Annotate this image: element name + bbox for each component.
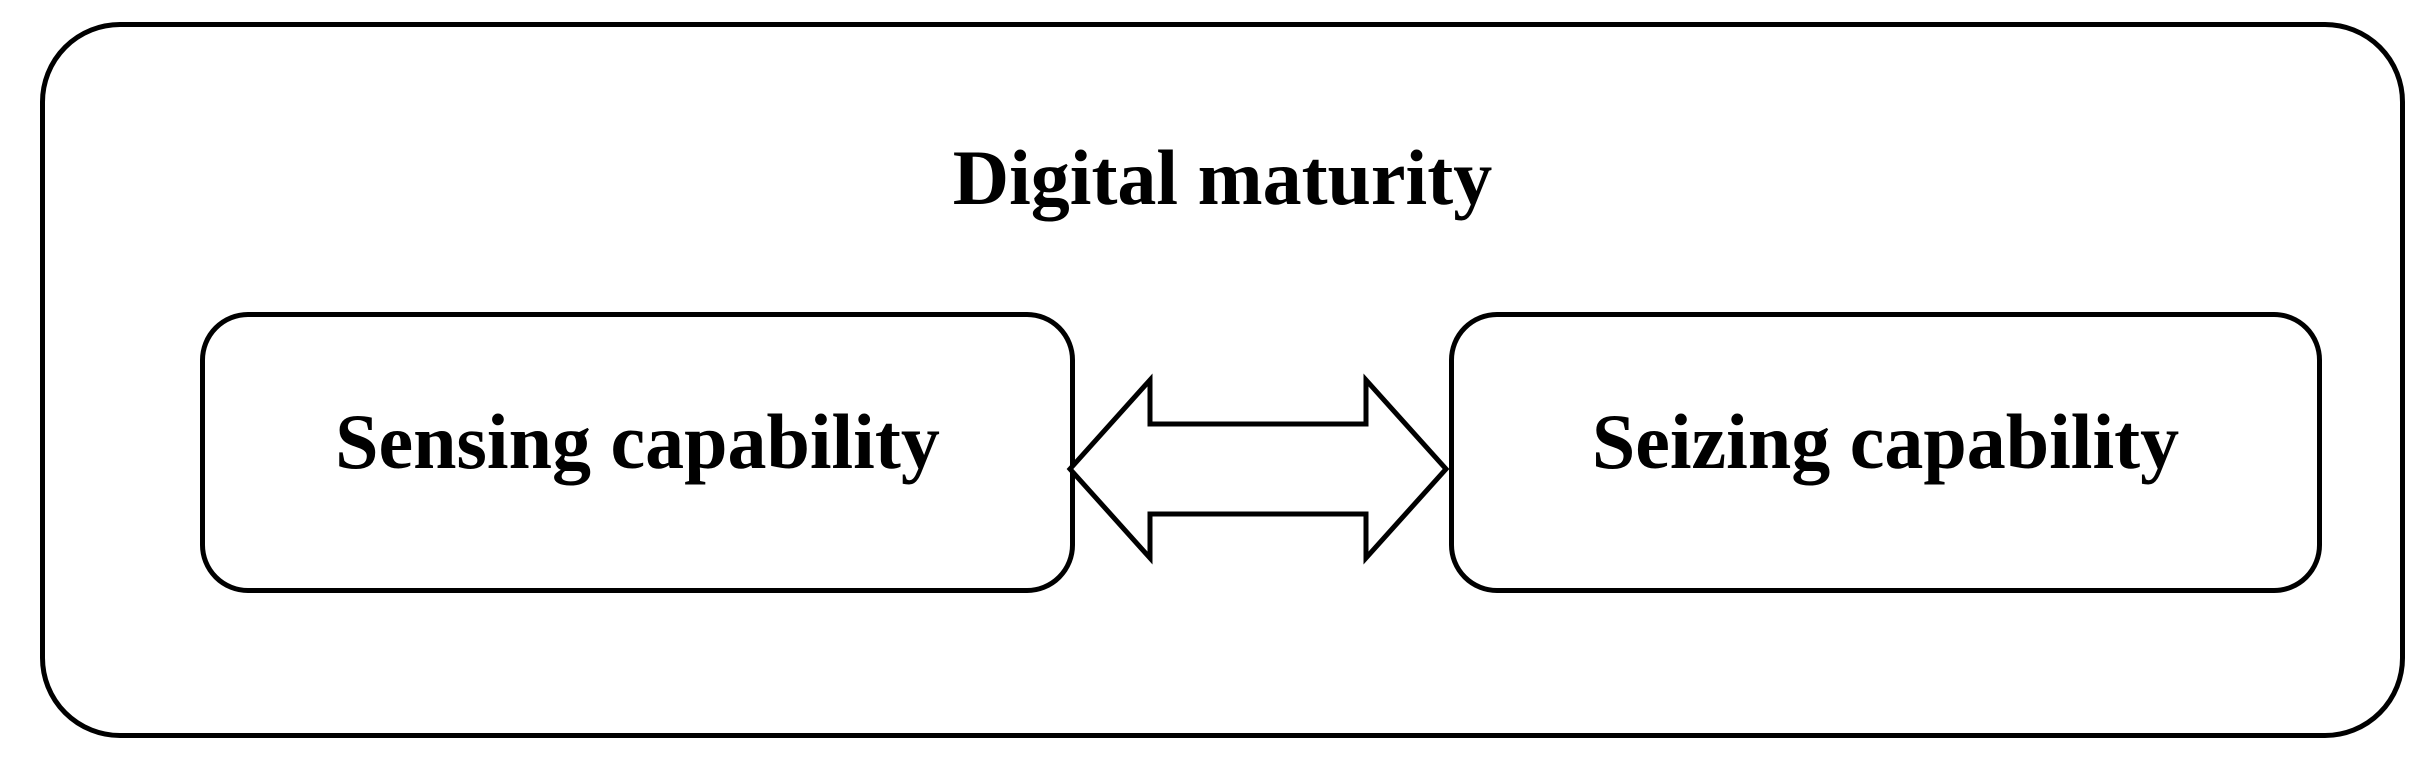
container-title: Digital maturity xyxy=(952,134,1493,221)
sensing-capability-box: Sensing capability xyxy=(200,312,1075,593)
seizing-capability-label: Seizing capability xyxy=(1591,397,2180,485)
digital-maturity-container: Digital maturity Sensing capability Seiz… xyxy=(40,22,2405,738)
seizing-capability-box: Seizing capability xyxy=(1449,312,2322,593)
sensing-capability-label: Sensing capability xyxy=(335,397,940,485)
double-arrow-icon xyxy=(1066,373,1450,565)
